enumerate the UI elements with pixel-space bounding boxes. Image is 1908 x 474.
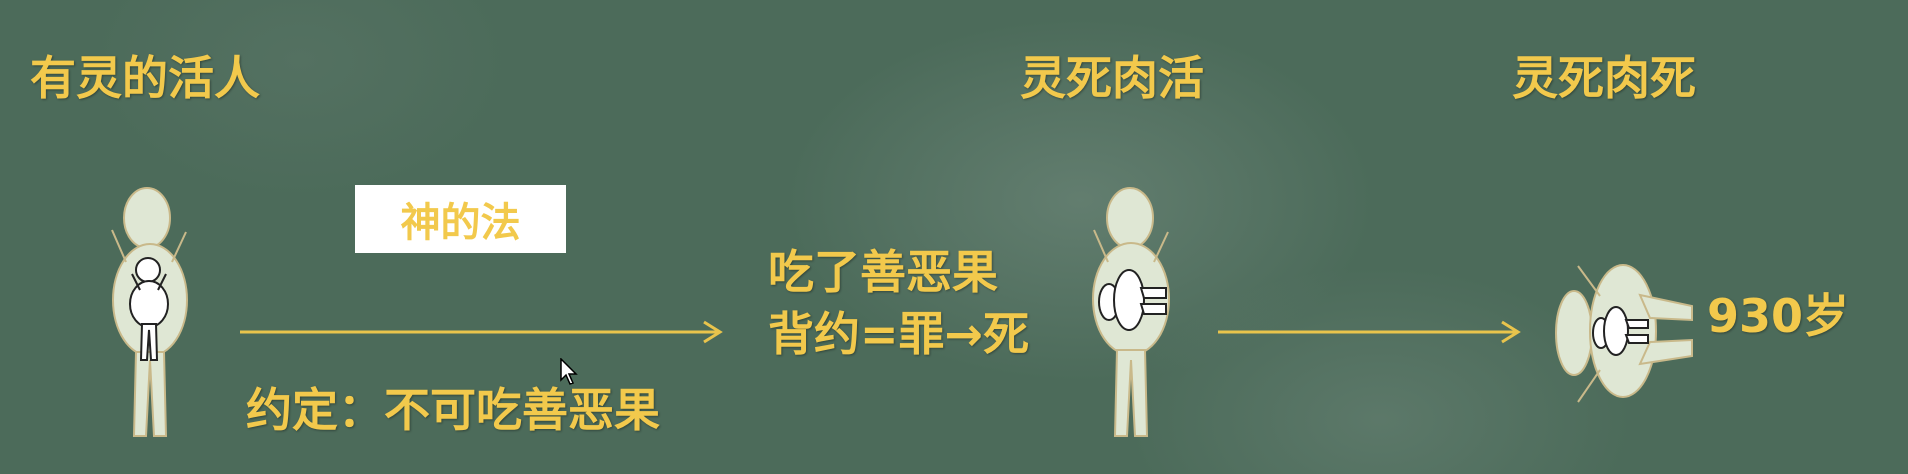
transition-line-1: 吃了善恶果: [768, 245, 998, 299]
figure-living-with-spirit: [111, 187, 188, 437]
figure-spirit-dead-flesh-alive: [1092, 187, 1170, 437]
agreement-text: 约定：不可吃善恶果: [246, 383, 660, 437]
law-box: 神的法: [355, 185, 566, 253]
title-spirit-dead-flesh-alive: 灵死肉活: [1020, 51, 1204, 105]
arrow-2: [1218, 320, 1521, 344]
title-living-with-spirit: 有灵的活人: [30, 51, 260, 105]
figure-spirit-dead-flesh-dead: [1555, 264, 1693, 403]
transition-line-2: 背约=罪→死: [768, 307, 1030, 361]
law-box-label: 神的法: [400, 200, 521, 246]
mouse-pointer-icon: [560, 358, 578, 385]
title-spirit-dead-flesh-dead: 灵死肉死: [1512, 51, 1696, 105]
arrow-1: [240, 320, 723, 344]
age-label: 930岁: [1707, 289, 1850, 343]
